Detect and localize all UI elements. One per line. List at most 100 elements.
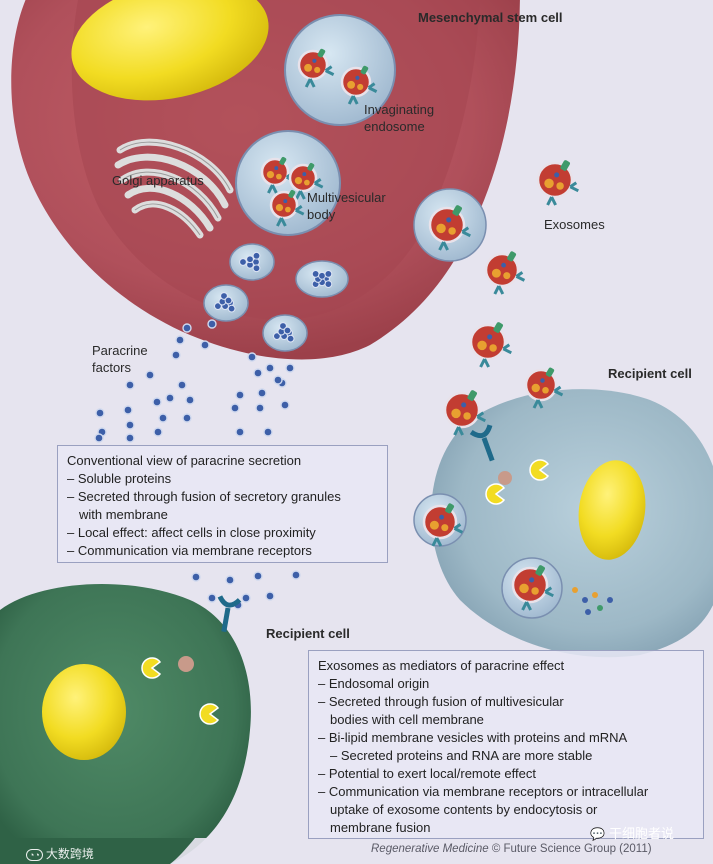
exosome-icon [443,390,486,436]
recipient-right-nucleus [578,460,646,560]
label-recipient-cell-right: Recipient cell [608,366,692,381]
membrane-receptor-icon [469,424,495,462]
paracrine-factor-dot [273,375,283,385]
exosome-icon [428,205,471,251]
released-cargo [597,605,603,611]
box-item: – Endosomal origin [318,676,430,691]
exosome-icon [484,251,526,295]
paracrine-factor-dot [235,427,245,437]
paracrine-factor-dot [125,433,135,443]
exosome-icon [422,503,464,547]
granule-protein [311,270,320,278]
box-item: – Bi-lipid membrane vesicles with protei… [318,730,628,745]
logo-icon: ◔◔ [26,849,43,861]
paracrine-factor-dot [125,420,135,430]
watermark-right-text: 干细胞者说 [608,826,674,841]
released-cargo [592,592,598,598]
signal-protein-icon [485,483,506,505]
label-mesenchymal-stem-cell: Mesenchymal stem cell [418,10,563,25]
paracrine-factor-dot [253,571,263,581]
vesicle-cargo [178,656,194,672]
label-golgi-apparatus: Golgi apparatus [112,173,204,188]
released-cargo [585,609,591,615]
watermark-left-text: 大数跨境 [45,847,94,861]
label-body: body [307,207,336,222]
exosome-icon [260,157,296,194]
granule-protein [318,271,326,280]
paracrine-factor-dot [207,593,217,603]
paracrine-factor-dot [200,340,210,350]
signal-protein-icon [199,703,220,725]
paracrine-factor-dot [185,395,195,405]
paracrine-factor-dot [253,368,263,378]
granule-protein [324,270,333,278]
granule-protein [272,332,281,341]
granule-protein [324,280,333,288]
box-item: – Potential to exert local/remote effect [318,766,536,781]
paracrine-factor-dot [241,593,251,603]
exosome-icon [269,190,305,227]
box-item: – Secreted proteins and RNA are more sta… [330,748,593,763]
released-cargo [607,597,613,603]
paracrine-factor-dot [247,352,257,362]
signal-protein-icon [141,657,162,679]
signal-protein-icon [529,459,550,481]
paracrine-factor-dot [257,388,267,398]
box-title: Conventional view of paracrine secretion [67,453,302,468]
box-item: uptake of exosome contents by endocytosi… [330,802,598,817]
paracrine-factor-dot [255,403,265,413]
membrane-receptor-icon [217,595,242,633]
paracrine-factor-dot [225,575,235,585]
exosome-icon [511,565,554,611]
label-exosomes: Exosomes [544,217,605,232]
paracrine-factor-dot [125,380,135,390]
paracrine-factor-dot [235,390,245,400]
journal-name: Regenerative Medicine [371,843,489,855]
watermark-left: ◔◔大数跨境 [26,845,94,862]
granule-protein [224,296,233,305]
paracrine-factor-dot [171,350,181,360]
granule-protein [227,304,236,313]
paracrine-factor-dot [123,405,133,415]
box-item: – Local effect: affect cells in close pr… [67,525,316,540]
paracrine-factor-dot [191,572,201,582]
watermark-right: 💬干细胞者说 [590,823,674,842]
recipient-left-nucleus [42,664,126,760]
exosome-icon [288,163,324,200]
paracrine-factor-dot [95,408,105,418]
wechat-icon: 💬 [590,827,605,841]
box-item: – Secreted through fusion of multivesicu… [318,694,564,709]
exosome-mediators-box: Exosomes as mediators of paracrine effec… [308,650,704,839]
paracrine-factor-dot [158,413,168,423]
paracrine-factor-dot [145,370,155,380]
label-multivesicular: Multivesicular [307,190,386,205]
figure-credit: Regenerative Medicine © Future Science G… [371,843,652,855]
exosome-icon [536,160,579,206]
paracrine-factor-dot [175,335,185,345]
label-recipient-cell-left: Recipient cell [266,626,350,641]
label-factors: factors [92,360,132,375]
box-item: – Communication via membrane receptors [67,543,312,558]
paracrine-factor-dot [182,323,192,333]
box-item: – Secreted through fusion of secretory g… [67,489,341,504]
exosome-icon [297,48,335,88]
paracrine-factor-dot [94,433,104,443]
golgi-outline [119,141,231,236]
exosome-icon [524,367,564,409]
box-item: with membrane [79,507,168,522]
granule-protein [286,334,295,343]
copyright: © Future Science Group (2011) [488,843,652,855]
msc-nucleus [71,0,269,101]
granule-protein [246,255,254,264]
released-cargo [582,597,588,603]
box-title: Exosomes as mediators of paracrine effec… [318,658,565,673]
paracrine-factor-dot [291,570,301,580]
granule-protein [213,302,222,311]
vesicle-cargo [498,471,512,485]
recipient-cell-right [431,389,713,658]
recipient-left-footer-overlap [0,838,195,864]
paracrine-factor-dot [230,403,240,413]
label-invaginating: Invaginating [364,102,435,117]
paracrine-factor-dot [182,413,192,423]
conventional-view-box: Conventional view of paracrine secretion… [57,445,388,563]
